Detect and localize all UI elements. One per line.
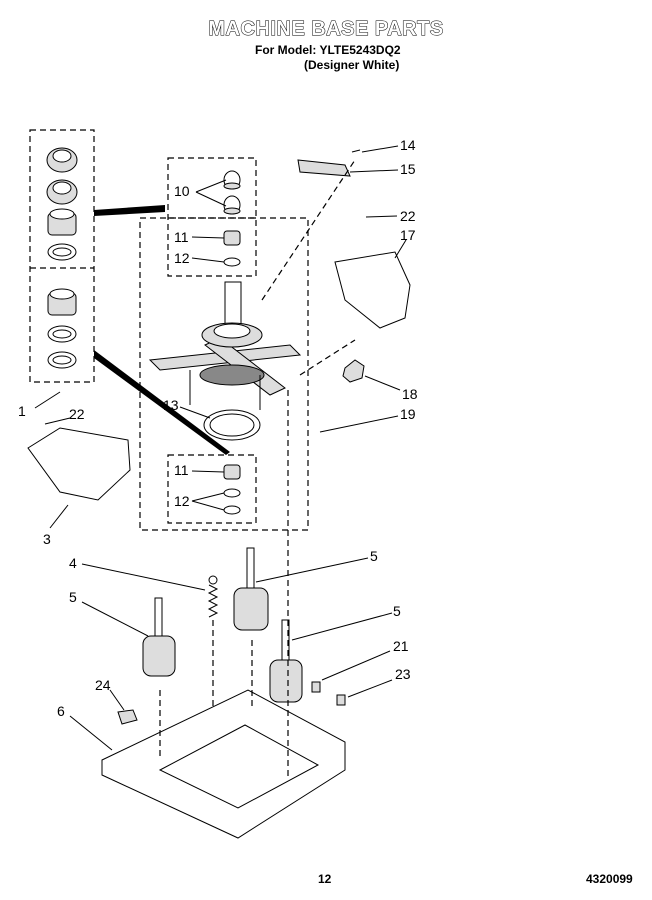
callout-10: 10 bbox=[174, 183, 190, 199]
transmission-group bbox=[139, 217, 309, 531]
callout-13: 13 bbox=[163, 397, 179, 413]
bearing-group-bottom bbox=[167, 454, 257, 524]
callout-24: 24 bbox=[95, 677, 111, 693]
callout-5: 5 bbox=[370, 548, 378, 564]
callout-21: 21 bbox=[393, 638, 409, 654]
machine-base bbox=[101, 689, 346, 839]
clip bbox=[117, 709, 138, 725]
callout-17: 17 bbox=[400, 227, 416, 243]
cover-plate bbox=[334, 251, 411, 329]
page-title: MACHINE BASE PARTS bbox=[208, 18, 444, 41]
callout-4: 4 bbox=[69, 555, 77, 571]
callout-12: 12 bbox=[174, 493, 190, 509]
suspension-leg bbox=[233, 547, 269, 631]
callout-11: 11 bbox=[174, 229, 189, 245]
document-number: 4320099 bbox=[586, 872, 633, 886]
bracket bbox=[297, 159, 351, 177]
suspension-leg bbox=[269, 619, 303, 703]
callout-18: 18 bbox=[402, 386, 418, 402]
callout-15: 15 bbox=[400, 161, 416, 177]
callout-19: 19 bbox=[400, 406, 416, 422]
spring bbox=[207, 575, 219, 618]
callout-12: 12 bbox=[174, 250, 190, 266]
callout-1: 1 bbox=[18, 403, 26, 419]
shield-plate bbox=[27, 427, 131, 501]
nut bbox=[342, 359, 365, 383]
pointer-wedge bbox=[94, 350, 230, 455]
callout-5: 5 bbox=[393, 603, 401, 619]
page-number: 12 bbox=[318, 872, 332, 886]
callout-6: 6 bbox=[57, 703, 65, 719]
callout-3: 3 bbox=[43, 531, 51, 547]
callout-5: 5 bbox=[69, 589, 77, 605]
callout-22: 22 bbox=[400, 208, 416, 224]
callout-22: 22 bbox=[69, 406, 85, 422]
callout-23: 23 bbox=[395, 666, 411, 682]
bearing-group-top bbox=[167, 157, 257, 277]
model-line: For Model: YLTE5243DQ2 bbox=[255, 43, 401, 57]
callout-11: 11 bbox=[174, 462, 189, 478]
drive-assembly bbox=[148, 281, 302, 441]
seal-kit-group bbox=[29, 129, 95, 383]
pointer-wedge bbox=[94, 205, 165, 216]
color-line: (Designer White) bbox=[304, 58, 400, 72]
callout-14: 14 bbox=[400, 137, 416, 153]
suspension-leg bbox=[142, 597, 176, 677]
